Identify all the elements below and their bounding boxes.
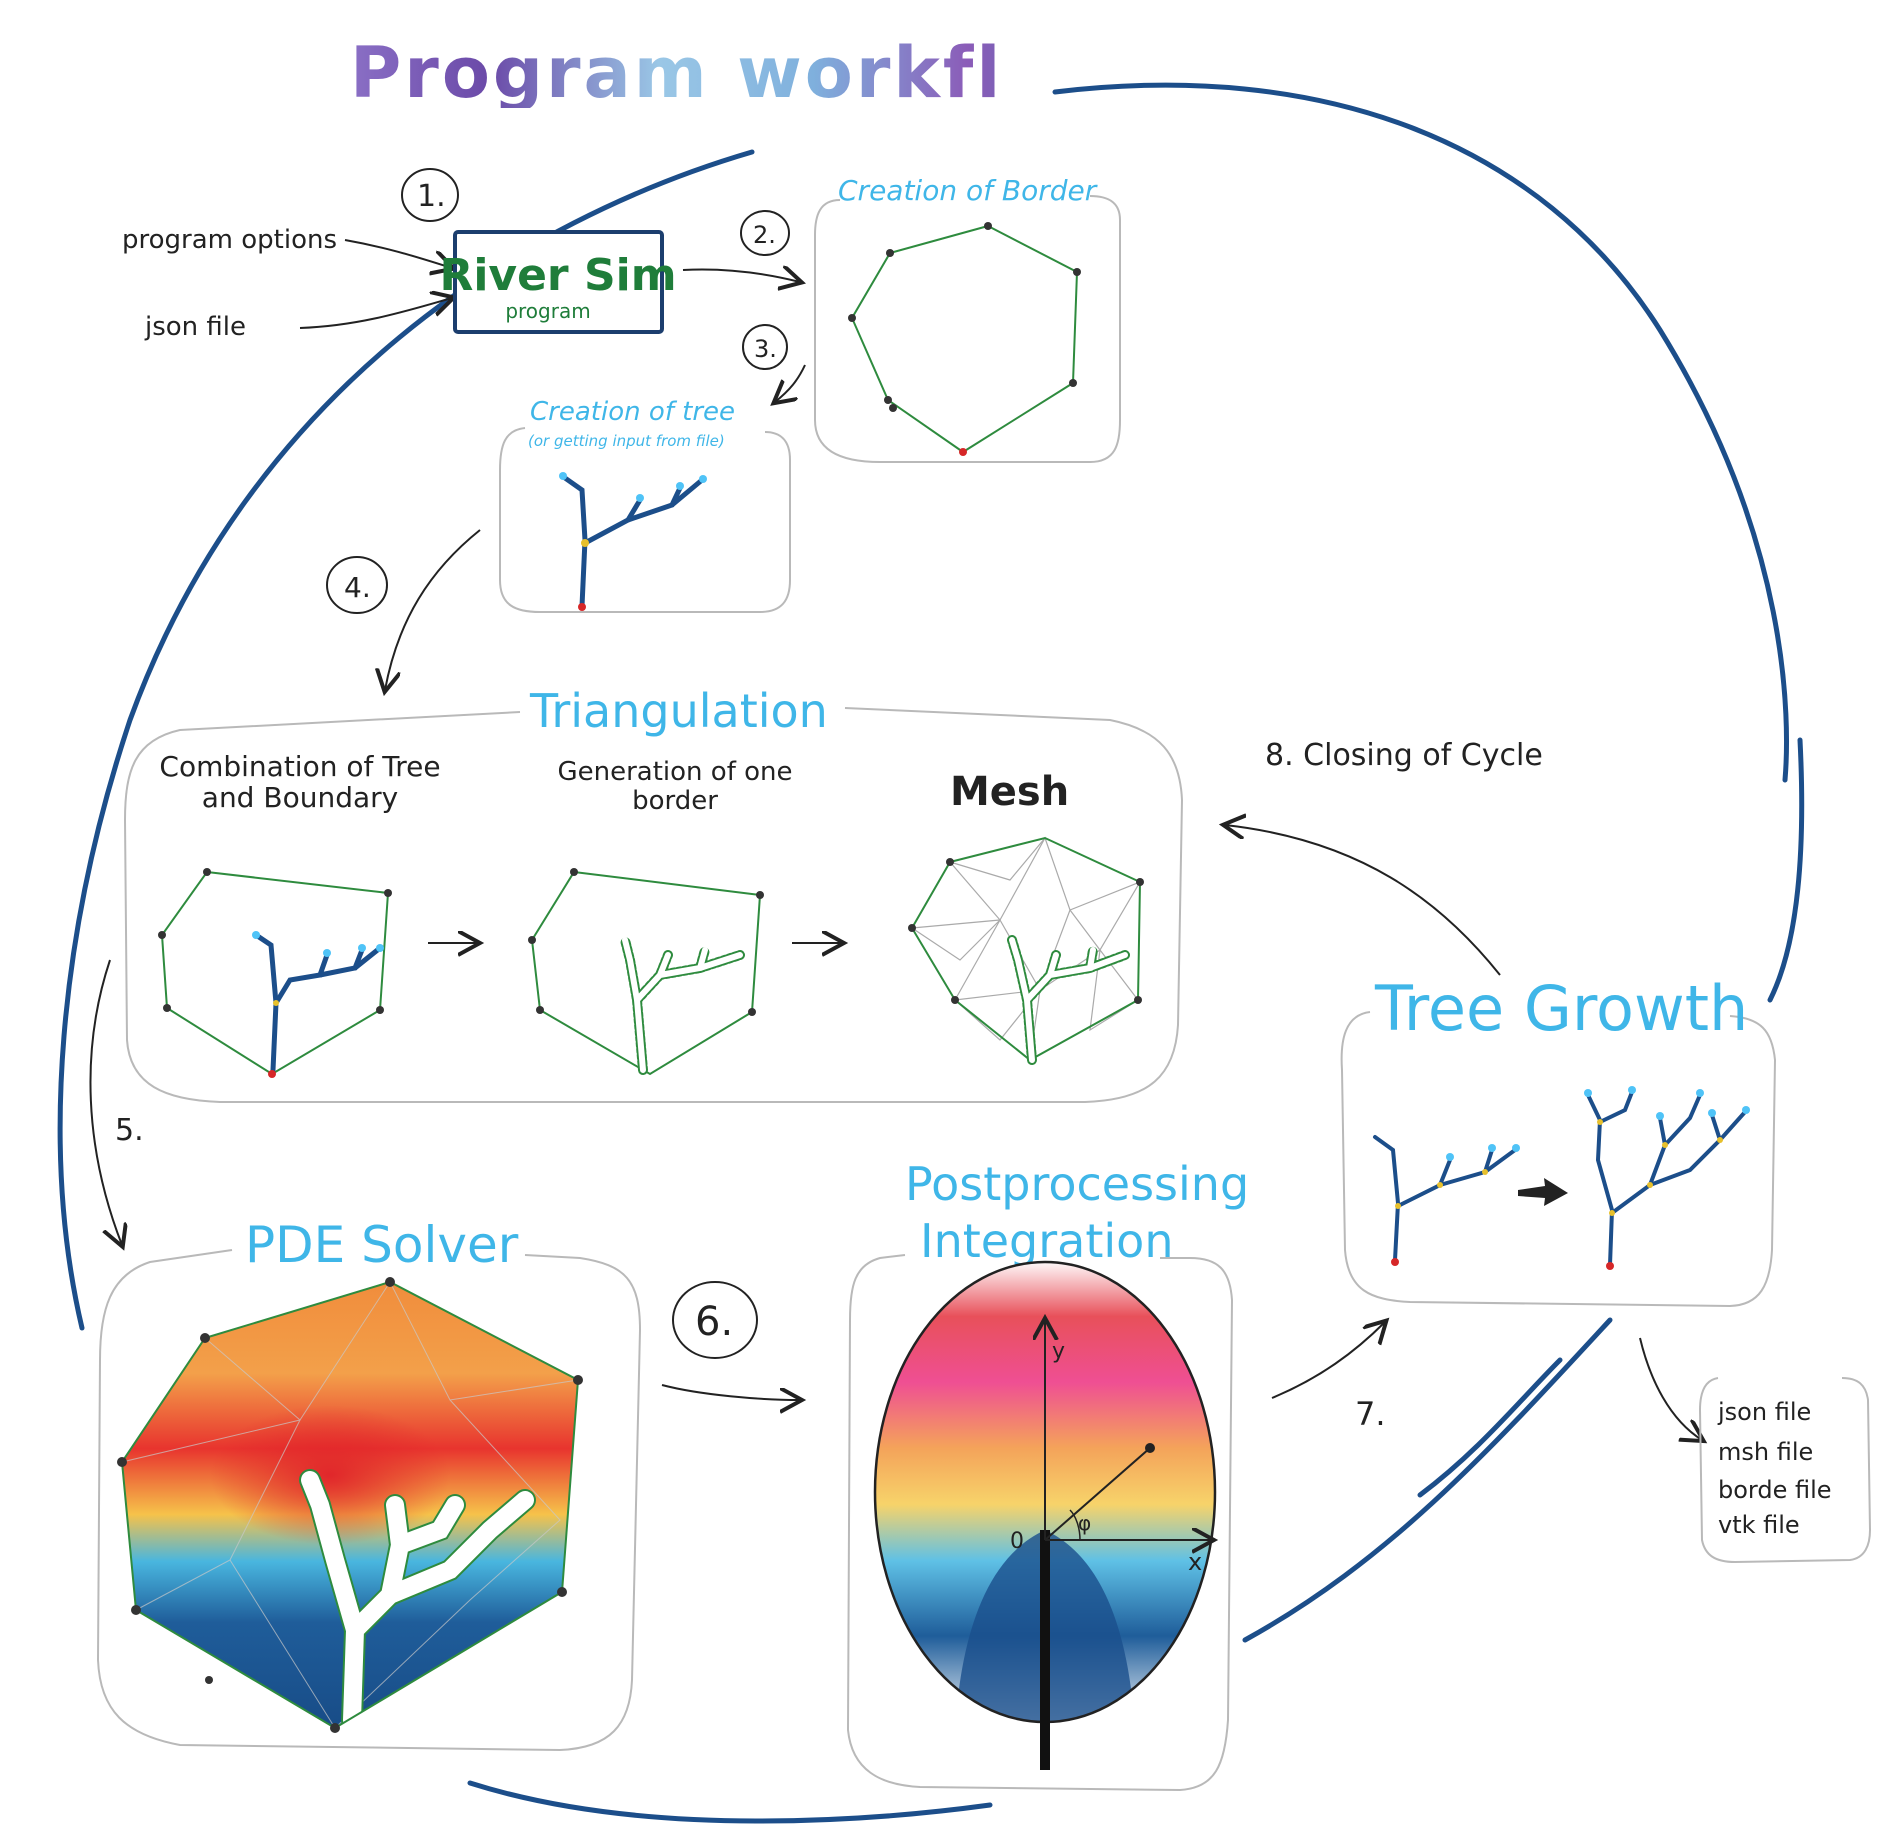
tree-panel-subtitle: (or getting input from file) [528, 432, 725, 450]
post-panel [846, 1254, 1234, 1792]
outputs-panel [1698, 1377, 1872, 1564]
output-file-4: vtk file [1718, 1511, 1800, 1539]
post-origin: 0 [1010, 1529, 1024, 1554]
output-file-2: msh file [1718, 1438, 1813, 1466]
tree-panel-title: Creation of tree [530, 397, 735, 427]
tree-panel [499, 427, 791, 613]
mesh [908, 836, 1144, 1065]
tree-growth-panel [1340, 1011, 1777, 1308]
post-axis-x: x [1188, 1548, 1202, 1576]
step-6-label: 6. [695, 1299, 733, 1345]
growth-arrow-icon [1518, 1178, 1568, 1206]
border-panel-title: Creation of Border [838, 174, 1098, 207]
input-program-options: program options [122, 225, 337, 255]
triangulation-panel [123, 707, 1184, 1103]
post-angle: φ [1078, 1511, 1091, 1535]
pde-panel [96, 1249, 642, 1752]
pde-title: PDE Solver [245, 1216, 519, 1274]
input-json-file: json file [144, 312, 246, 342]
river-sim-subtitle: program [505, 299, 590, 323]
initial-tree [562, 475, 705, 609]
single-border [528, 868, 764, 1076]
combined-tree-boundary [158, 868, 392, 1078]
output-file-3: borde file [1718, 1476, 1832, 1504]
post-axis-y: y [1052, 1339, 1065, 1364]
tree-before-growth [1373, 1135, 1517, 1262]
border-polygon [848, 222, 1081, 456]
output-file-1: json file [1717, 1398, 1811, 1426]
triangulation-sub3: Mesh [950, 769, 1069, 815]
step-4-label: 4. [344, 571, 371, 604]
triangulation-sub2: Generation of one border [557, 758, 793, 816]
pde-solution-field [117, 1277, 583, 1733]
triangulation-sub1: Combination of Tree and Boundary [159, 752, 441, 814]
step-8-label: 8. Closing of Cycle [1265, 738, 1543, 773]
step-5-label: 5. [115, 1113, 144, 1148]
step-7-label: 7. [1355, 1395, 1386, 1433]
step-2-label: 2. [753, 221, 776, 249]
river-sim-box [453, 230, 664, 334]
post-integration-field [873, 1260, 1240, 1770]
output-file-list: json file msh file borde file vtk file [1717, 1398, 1832, 1539]
page-title: Program workflow [350, 38, 1000, 108]
step-3-label: 3. [754, 335, 777, 363]
tree-growth-title: Tree Growth [1374, 972, 1748, 1045]
triangulation-title: Triangulation [529, 684, 828, 738]
post-title-2: Integration [920, 1214, 1173, 1268]
step-1-label: 1. [417, 179, 446, 214]
border-panel [814, 195, 1121, 463]
river-sim-title: River Sim [439, 250, 676, 301]
tree-after-growth [1586, 1090, 1747, 1267]
post-title-1: Postprocessing [905, 1157, 1249, 1211]
